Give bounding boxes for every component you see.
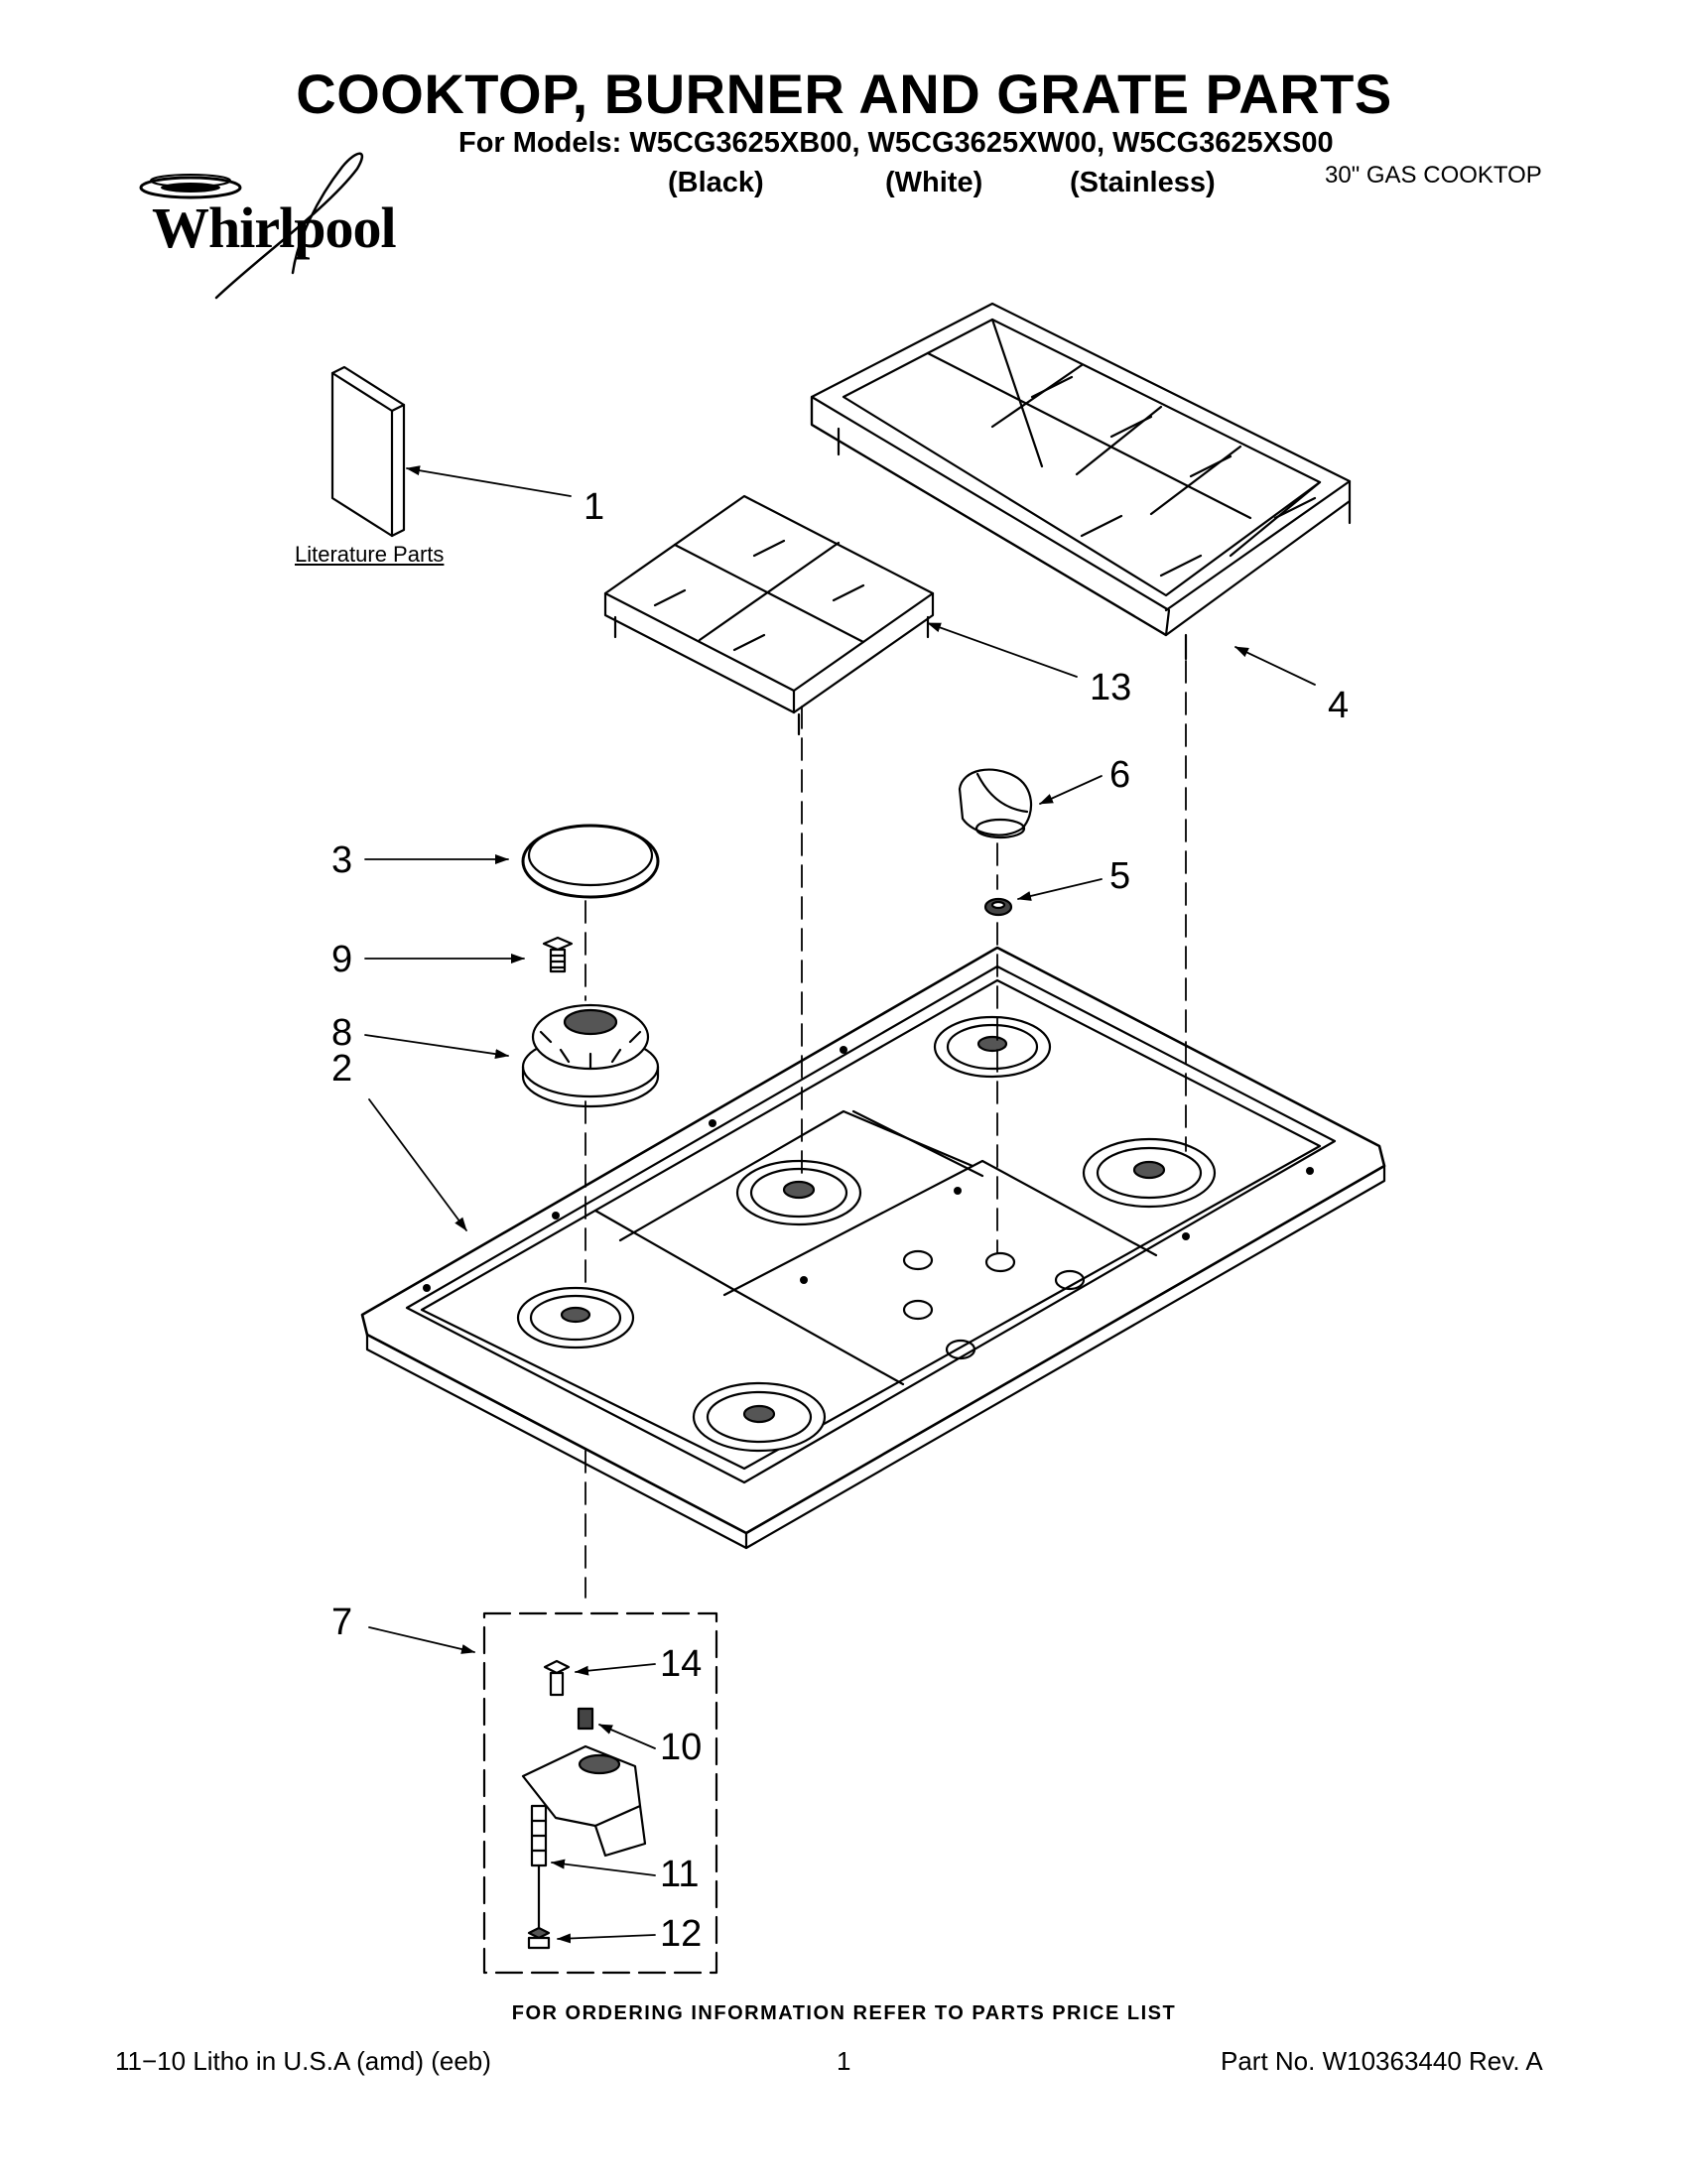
callout-12: 12 [660, 1913, 703, 1955]
valve-screw-icon [543, 1659, 571, 1697]
literature-booklet-icon [330, 365, 406, 538]
callout-14: 14 [660, 1643, 703, 1685]
control-knob-icon [958, 768, 1033, 839]
large-grate-icon [810, 302, 1352, 661]
burner-cap-icon [521, 824, 660, 899]
knob-bezel-icon [983, 897, 1013, 917]
cooktop-panel-icon [360, 946, 1386, 1550]
callout-leaders [364, 465, 1316, 1944]
product-type: 30" GAS COOKTOP [1325, 162, 1542, 189]
part-number: Part No. W10363440 Rev. A [1221, 2046, 1543, 2076]
callout-8: 8 [331, 1012, 353, 1054]
callout-6: 6 [1109, 754, 1131, 796]
callout-1: 1 [584, 486, 605, 528]
finish-stainless: (Stainless) [1070, 167, 1216, 198]
valve-bracket-icon [521, 1744, 647, 1858]
callout-3: 3 [331, 839, 353, 881]
burner-base-icon [521, 1003, 660, 1108]
callout-7: 7 [331, 1602, 353, 1643]
spark-electrode-icon [530, 1804, 548, 1932]
page-number: 1 [837, 2046, 851, 2076]
finish-white: (White) [885, 167, 983, 198]
callout-4: 4 [1328, 685, 1350, 726]
brand-logo-text: Whirlpool [152, 195, 397, 260]
callout-5: 5 [1109, 855, 1131, 897]
callout-13: 13 [1090, 667, 1132, 708]
orifice-icon [577, 1707, 594, 1731]
models-line: For Models: W5CG3625XB00, W5CG3625XW00, … [458, 127, 1334, 159]
ordering-note: FOR ORDERING INFORMATION REFER TO PARTS … [511, 2002, 1177, 2024]
valve-assembly-box [482, 1611, 718, 1975]
assembly-lines [584, 660, 1187, 1599]
callout-10: 10 [660, 1727, 703, 1768]
page-title: COOKTOP, BURNER AND GRATE PARTS [296, 63, 1392, 125]
screw-icon [542, 936, 574, 973]
literature-parts-label: Literature Parts [295, 542, 445, 567]
electrode-clip-icon [527, 1926, 551, 1950]
whirlpool-logo-icon [139, 152, 364, 300]
callout-11: 11 [660, 1854, 700, 1895]
litho-line: 11−10 Litho in U.S.A (amd) (eeb) [115, 2046, 491, 2076]
small-grate-icon [603, 494, 935, 736]
finish-black: (Black) [668, 167, 764, 198]
callout-2: 2 [331, 1048, 353, 1090]
callout-9: 9 [331, 939, 353, 980]
